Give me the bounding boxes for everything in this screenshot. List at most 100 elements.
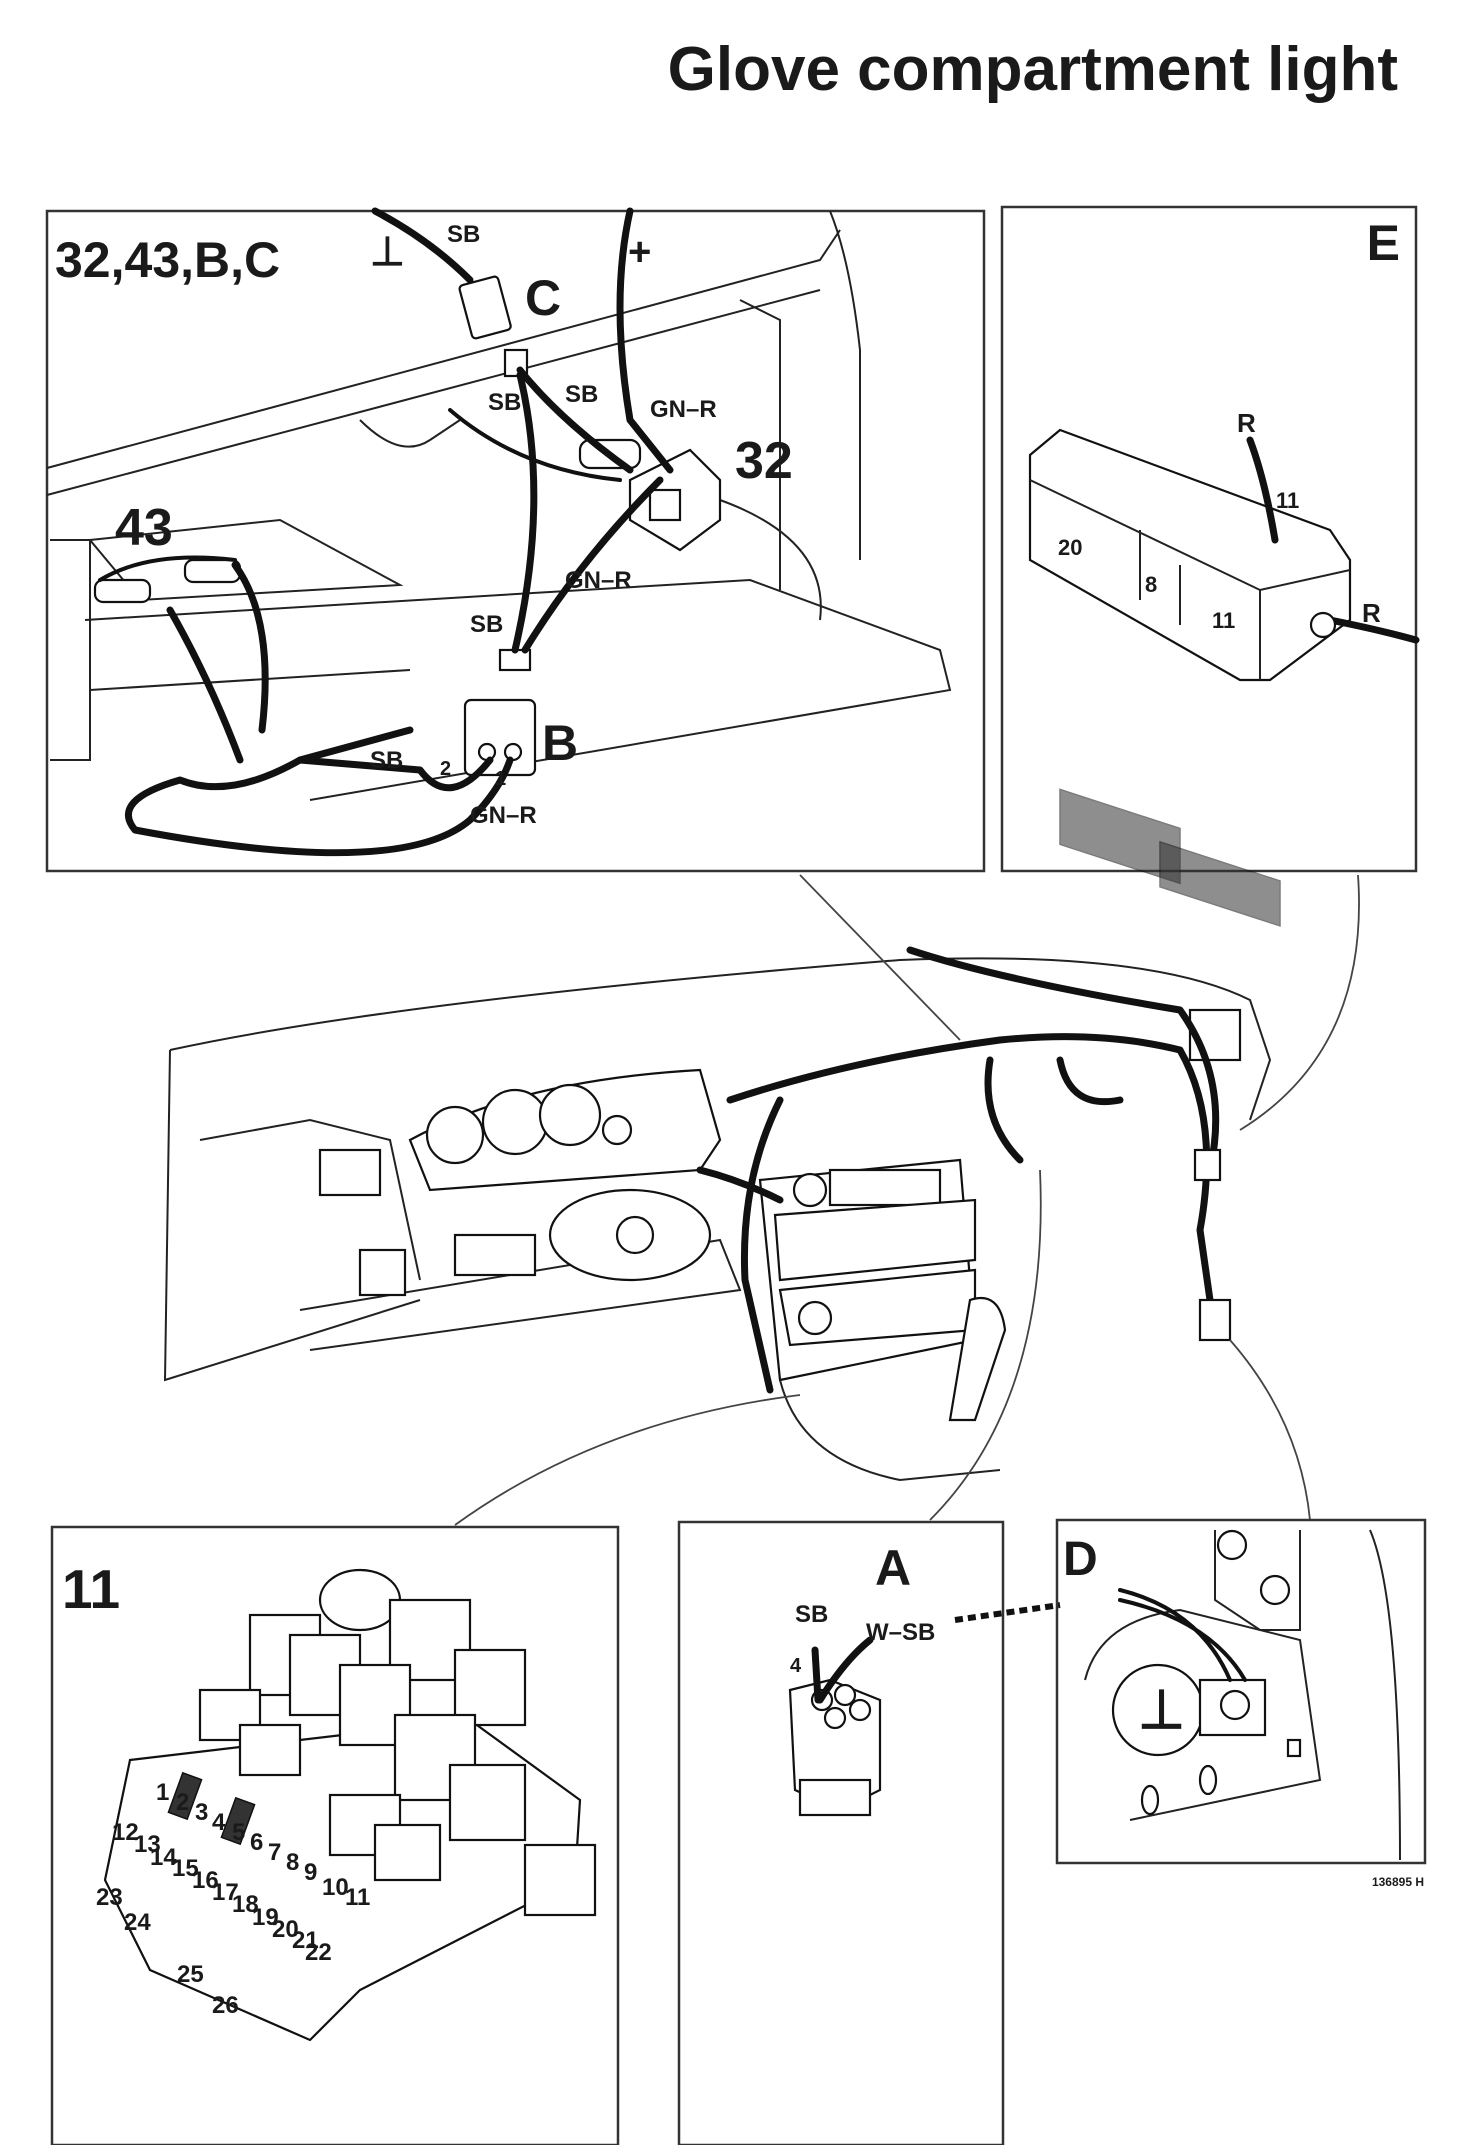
wire-a-wsb [816, 1636, 874, 1704]
fuse-number-11: 11 [345, 1884, 370, 1911]
side-number-23: 23 [96, 1884, 123, 1911]
wire-label-gnr-bottom: GN–R [470, 802, 537, 829]
console-knob-2 [797, 1300, 833, 1336]
body-hole-2 [1140, 1784, 1160, 1816]
wire-label-r-top: R [1237, 408, 1256, 438]
door-pillar [1369, 1529, 1401, 1861]
pin-label-20: 20 [1058, 535, 1082, 560]
fuse-2-highlight [167, 1771, 203, 1821]
harness-main-top [906, 946, 1220, 1174]
body-hole-square [1286, 1738, 1302, 1758]
relay-round [318, 1568, 402, 1632]
fuse-number-4: 4 [212, 1809, 226, 1836]
panel-glovebox: 32,43,B,C ⊥ + C B 32 43 SB SB SB SB SB G… [45, 207, 986, 873]
lamp-43 [93, 555, 242, 604]
steering-hub [615, 1215, 655, 1255]
fuse-number-1: 1 [156, 1779, 169, 1806]
latch-shape [359, 419, 461, 448]
fuse-number-7: 7 [268, 1839, 281, 1866]
wire-sb-ground-in [371, 207, 474, 284]
central-connector-body [1028, 428, 1352, 682]
dash-left-vent-area [199, 1118, 421, 1281]
panel-a: A SB W–SB 4 [677, 1520, 1061, 2145]
harness-connector-d [1198, 1298, 1232, 1342]
panel-d: D ⊥ [1055, 1518, 1427, 1865]
connector-a-cavity-2 [833, 1683, 857, 1707]
wire-lamp-right [231, 561, 269, 734]
gear-lever [948, 1297, 1007, 1422]
switch-32 [578, 438, 722, 552]
harness-drop-1 [984, 1056, 1024, 1164]
connector-b-body [463, 698, 537, 777]
wire-gnr-plus-in [616, 207, 674, 474]
fuse-number-14: 14 [150, 1844, 177, 1871]
component-32-label: 32 [735, 432, 793, 490]
switch-terminal [648, 488, 682, 522]
panel-d-frame [1055, 1518, 1427, 1865]
fuse-number-5: 5 [232, 1819, 245, 1846]
harness-down-right [1176, 1046, 1214, 1304]
fuse-number-18: 18 [232, 1891, 259, 1918]
wire-label-sb-top: SB [447, 221, 480, 248]
panel-fusebox-heading: 11 [62, 1558, 120, 1620]
harness-across [726, 1033, 1184, 1104]
wire-label-gnr-top: GN–R [650, 396, 717, 423]
harness-drop-2 [1056, 1056, 1124, 1106]
console-radio-slot [773, 1198, 977, 1282]
fuse-number-3: 3 [195, 1799, 208, 1826]
fuse-numbers: 1 2 3 4 5 6 7 8 9 10 11 12 13 14 15 16 1… [112, 1779, 370, 1966]
harness-down-left [740, 1096, 784, 1394]
wire-label-sb-mid: SB [470, 611, 503, 638]
gauge-1 [425, 1105, 485, 1165]
wire-sb-to-switch [516, 366, 634, 474]
gauge-small [601, 1114, 633, 1146]
wire-label-a-sb: SB [795, 1601, 828, 1628]
gauge-speedo [481, 1088, 549, 1156]
wire-switch-grey [448, 408, 622, 482]
relay-11 [373, 1823, 442, 1882]
wire-a-sb [811, 1646, 822, 1704]
fuse-number-20: 20 [272, 1916, 299, 1943]
fuse-number-8: 8 [286, 1849, 299, 1876]
leader-to-main-panel [799, 874, 961, 1041]
fuse-number-22: 22 [305, 1939, 332, 1966]
pin-label-8: 8 [1145, 572, 1157, 597]
fuse-number-2: 2 [176, 1789, 189, 1816]
bracket-bolt-1 [1216, 1529, 1248, 1561]
connector-a-cavity-3 [848, 1698, 872, 1722]
relay-5 [453, 1648, 527, 1727]
connector-b-pin-2 [477, 742, 497, 762]
lamp-bulb-left [93, 578, 152, 604]
panel-e-heading: E [1367, 215, 1400, 271]
ground-symbol: ⊥ [370, 230, 405, 274]
pin-label-11-top: 11 [1276, 488, 1299, 513]
fuse-number-16: 16 [192, 1867, 219, 1894]
plus-symbol: + [628, 230, 651, 274]
lamp-bulb-right [183, 558, 242, 584]
console-knob [792, 1172, 828, 1208]
wire-label-sb-right: SB [565, 381, 598, 408]
bracket-bolt-2 [1259, 1574, 1291, 1606]
harness-to-console [696, 1166, 784, 1204]
wire-label-sb-bottom: SB [370, 747, 403, 774]
side-number-26: 26 [212, 1992, 239, 2019]
component-43-label: 43 [115, 499, 173, 557]
connector-b-pin-2-label: 2 [440, 758, 451, 780]
glovebox-lid-edge [89, 669, 411, 691]
gauge-tach [538, 1083, 602, 1147]
vent-left [318, 1148, 382, 1197]
side-number-24: 24 [124, 1909, 151, 1936]
panel-a-frame [677, 1520, 1005, 2145]
ground-wire-2 [1118, 1598, 1247, 1682]
fuse-number-6: 6 [250, 1829, 263, 1856]
fuse-number-17: 17 [212, 1879, 239, 1906]
dash-left-outline [163, 1049, 421, 1382]
cavity-block-right [1159, 840, 1281, 927]
console-controls [828, 1168, 942, 1207]
wire-loop-to-lamp [125, 756, 514, 857]
switch-bank [453, 1233, 537, 1277]
wire-a-wsb-dashed [954, 1602, 1061, 1623]
dash-top-outline [169, 957, 1272, 1121]
relay-7 [198, 1688, 262, 1742]
